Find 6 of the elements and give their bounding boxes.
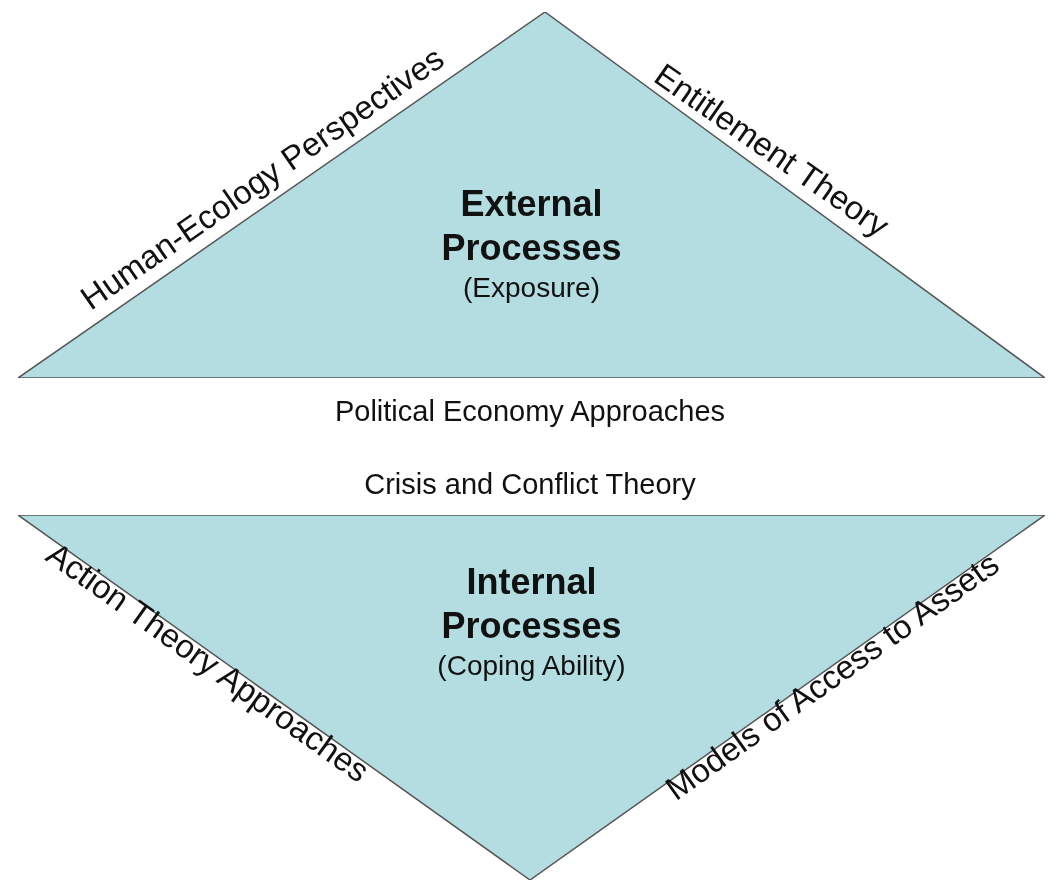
triangle-title: Internal Processes — [440, 560, 623, 648]
triangle-subtitle: (Coping Ability) — [437, 649, 626, 683]
triangle-subtitle: (Exposure) — [463, 271, 600, 305]
triangle-title: External Processes — [440, 182, 623, 270]
approach-label: Crisis and Conflict Theory — [364, 469, 696, 499]
approach-label: Political Economy Approaches — [334, 396, 726, 426]
